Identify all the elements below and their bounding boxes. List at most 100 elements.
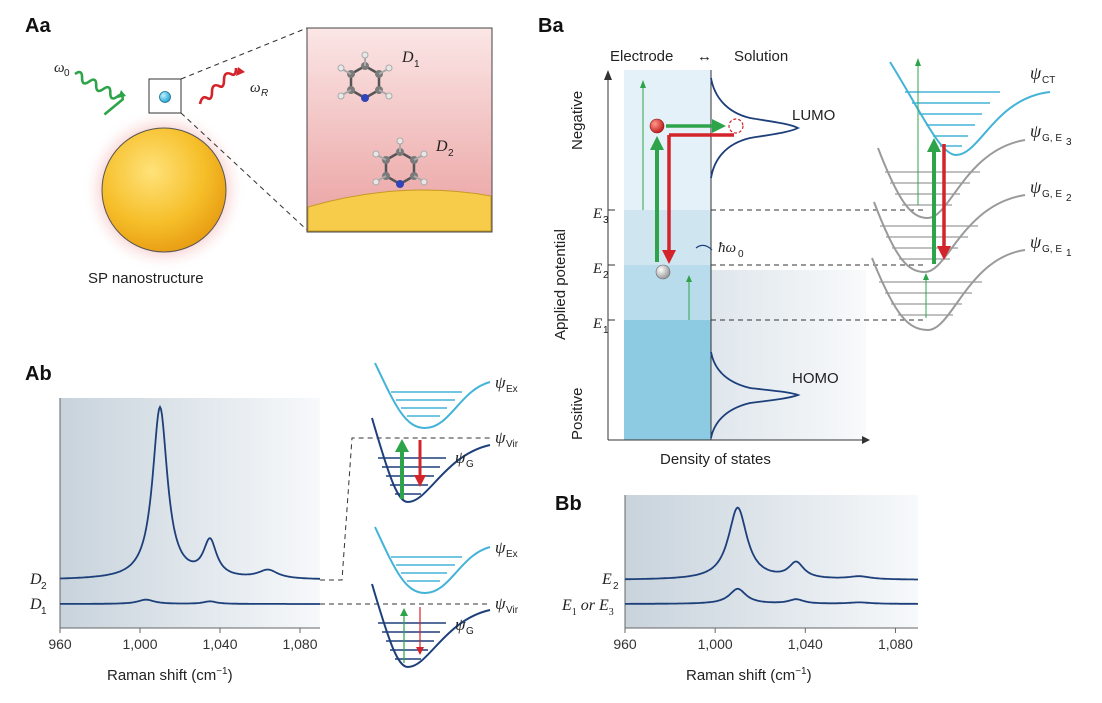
zoom-line-bottom bbox=[180, 112, 308, 231]
electrode-region-filled bbox=[624, 320, 711, 440]
excited-electron bbox=[649, 118, 665, 134]
Ab-upper-psi-g: ψ bbox=[455, 448, 466, 467]
pyridine-D2 bbox=[372, 137, 428, 188]
Ab-trace-label-D1: D bbox=[29, 596, 42, 613]
E3-sub: 3 bbox=[603, 215, 609, 226]
Ab-xtick-label: 1,080 bbox=[282, 636, 317, 652]
panel-label-Ab: Ab bbox=[25, 363, 52, 385]
hbar-omega-label: ħω bbox=[718, 240, 736, 256]
Bb-trace-label-E2-sub: 2 bbox=[613, 581, 619, 592]
Bb-xlabel-end: ) bbox=[807, 667, 812, 684]
psi-ge1-sub: G, E bbox=[1042, 244, 1062, 255]
molecule-dot bbox=[159, 91, 171, 103]
panel-Ba: Electrode ↔ Solution Negative Positive A… bbox=[552, 48, 1072, 468]
surface bbox=[307, 189, 492, 232]
Ab-xlabel-sup: −1 bbox=[216, 666, 228, 677]
Bb-trace-label-E1E3: E1 or E3 bbox=[561, 597, 614, 618]
Bb-traces bbox=[625, 506, 918, 605]
homo-peak bbox=[710, 351, 801, 439]
omegaR-label: ω bbox=[250, 80, 261, 96]
Ab-lower-psi-ex-sub: Ex bbox=[506, 549, 518, 560]
scattered-wave-arrowhead bbox=[236, 67, 245, 76]
Ab-lower-psi-g: ψ bbox=[455, 615, 466, 634]
pyridine-D1 bbox=[337, 51, 393, 102]
Ab-xlabel-main: Raman shift (cm bbox=[107, 667, 216, 684]
Ab-upper-psi-vir-sub: Vir bbox=[506, 439, 519, 450]
E1-label: E bbox=[592, 316, 602, 332]
Bb-trace-E1-or-E3 bbox=[625, 587, 918, 605]
Ab-xlabel: Raman shift (cm−1) bbox=[107, 666, 233, 684]
dos-background bbox=[711, 270, 866, 440]
Ab-trace-D2 bbox=[60, 404, 320, 580]
E2-sub: 2 bbox=[603, 270, 609, 281]
positive-label: Positive bbox=[569, 387, 586, 440]
psi-ge2-subsub: 2 bbox=[1066, 193, 1072, 204]
Bb-xlabel-main: Raman shift (cm bbox=[686, 667, 795, 684]
gold-nanoparticle bbox=[101, 127, 227, 253]
psi-ge1-label: ψ bbox=[1030, 232, 1042, 252]
lumo-vacancy bbox=[728, 118, 744, 134]
ground-surface-E1 bbox=[871, 249, 1026, 332]
Ab-lower-psi-vir-sub: Vir bbox=[506, 605, 519, 616]
sp-caption: SP nanostructure bbox=[88, 270, 204, 287]
Bb-xlabel-sup: −1 bbox=[795, 666, 807, 677]
psi-ge2-sub: G, E bbox=[1042, 189, 1062, 200]
Ab-trace-label-D2: D bbox=[29, 571, 42, 588]
omega0-label: ω bbox=[54, 60, 65, 76]
D1-sub: 1 bbox=[414, 59, 420, 70]
psi-ge2-label: ψ bbox=[1030, 177, 1042, 197]
Ab-lower-psi-ex: ψ bbox=[495, 538, 506, 557]
lumo-label: LUMO bbox=[792, 107, 835, 124]
panel-label-Bb: Bb bbox=[555, 493, 582, 515]
potential-axis-arrowhead bbox=[604, 70, 612, 80]
Bb-E3-sub: 3 bbox=[609, 607, 614, 618]
omegaR-sub: R bbox=[261, 88, 268, 99]
Ab-xtick-label: 960 bbox=[48, 636, 72, 652]
connector-upper bbox=[320, 437, 490, 581]
psi-ct-label: ψ bbox=[1030, 63, 1042, 83]
E3-label: E bbox=[592, 206, 602, 222]
Ab-upper-psi-ex: ψ bbox=[495, 373, 506, 392]
Ab-trace-label-D1-sub: 1 bbox=[41, 606, 47, 617]
negative-label: Negative bbox=[569, 91, 586, 150]
Bb-plot-background bbox=[625, 495, 918, 628]
psi-ct-sub: CT bbox=[1042, 75, 1055, 86]
Ab-xlabel-end: ) bbox=[228, 667, 233, 684]
zoom-box bbox=[148, 78, 182, 114]
Ab-upper-psi-ex-sub: Ex bbox=[506, 384, 518, 395]
zoom-line-top bbox=[180, 27, 308, 80]
Bb-E1: E bbox=[561, 597, 572, 614]
panel-label-Aa: Aa bbox=[25, 15, 51, 37]
Ab-lower-psi-g-sub: G bbox=[466, 626, 474, 637]
ground-surface-E3 bbox=[877, 139, 1026, 220]
D2-label: D bbox=[435, 138, 448, 155]
Ab-plot-background bbox=[60, 398, 320, 628]
hbar-omega-sub: 0 bbox=[738, 249, 744, 260]
incident-wave-arrowhead bbox=[118, 90, 126, 98]
incident-wave bbox=[74, 70, 124, 116]
Bb-or-E3: or E bbox=[577, 597, 609, 614]
Ab-upper-psi-vir: ψ bbox=[495, 428, 506, 447]
electrode-label: Electrode bbox=[610, 48, 673, 65]
energy-diagram-upper bbox=[371, 362, 491, 504]
ct-surface bbox=[889, 61, 1051, 157]
Bb-xtick-label: 1,080 bbox=[878, 636, 913, 652]
psi-ge3-sub: G, E bbox=[1042, 133, 1062, 144]
Ab-lower-psi-vir: ψ bbox=[495, 594, 506, 613]
psi-ge1-subsub: 1 bbox=[1066, 248, 1072, 259]
Ab-trace-label-D2-sub: 2 bbox=[41, 581, 47, 592]
Ab-traces bbox=[60, 404, 320, 605]
Bb-trace-label-E2: E bbox=[601, 571, 612, 588]
psi-ge3-subsub: 3 bbox=[1066, 137, 1072, 148]
applied-potential-label: Applied potential bbox=[552, 229, 569, 340]
Ab-xtick-label: 1,040 bbox=[202, 636, 237, 652]
dos-axis-arrowhead bbox=[862, 436, 870, 444]
Bb-xtick-label: 1,000 bbox=[698, 636, 733, 652]
homo-label: HOMO bbox=[792, 370, 839, 387]
Ab-xtick-label: 1,000 bbox=[122, 636, 157, 652]
panel-Aa: ω 0 ω R SP nanostructure D 1 bbox=[54, 27, 493, 287]
panel-label-Ba: Ba bbox=[538, 15, 564, 37]
